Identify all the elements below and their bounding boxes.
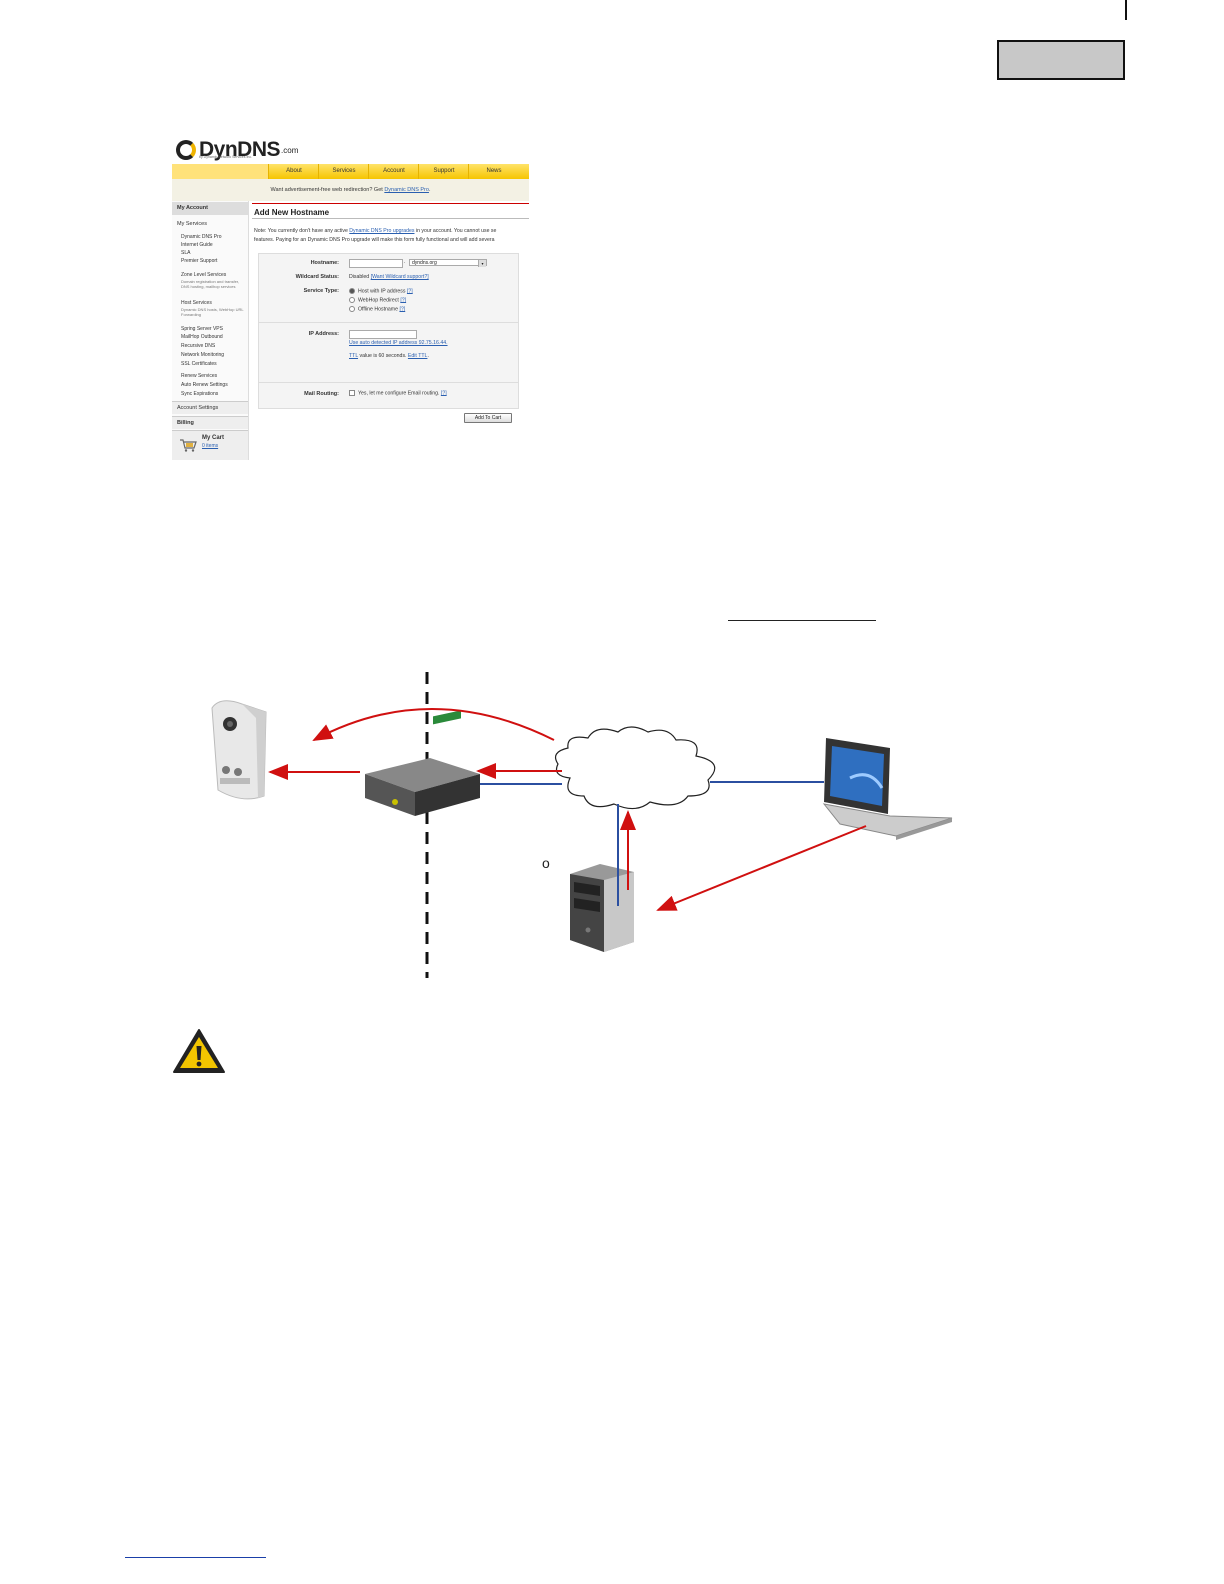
text-underline: [728, 620, 876, 621]
edit-ttl-link[interactable]: Edit TTL: [408, 353, 428, 359]
note-text-2: features. Paying for an Dynamic DNS Pro …: [254, 237, 494, 243]
sidebar-host-title[interactable]: Host Services: [181, 300, 212, 306]
network-diagram: o: [190, 668, 970, 984]
title-rule: [252, 203, 529, 204]
sidebar-item[interactable]: Premier Support: [181, 258, 217, 264]
ttl-text: value is 60 seconds.: [358, 353, 408, 359]
dyndns-logo-icon: [176, 140, 196, 160]
title-underline: [252, 218, 529, 219]
sidebar-item[interactable]: Network Monitoring: [181, 352, 224, 358]
nav-news[interactable]: News: [468, 164, 519, 179]
cart-icon: [179, 438, 197, 452]
form-divider: [259, 322, 518, 323]
service-type-label: Service Type:: [259, 288, 339, 294]
help-link[interactable]: [?]: [441, 390, 447, 396]
router-icon: [365, 710, 480, 816]
page-title: Add New Hostname: [254, 208, 329, 217]
help-link[interactable]: [?]: [407, 288, 413, 294]
sidebar-my-services[interactable]: My Services: [172, 218, 248, 231]
hostname-label: Hostname:: [259, 260, 339, 266]
sidebar-item[interactable]: Recursive DNS: [181, 343, 215, 349]
dyndns-logo: DynDNS .com: [176, 136, 298, 164]
promo-bar: Want advertisement-free web redirection?…: [172, 179, 529, 201]
mail-routing-label: Mail Routing:: [259, 391, 339, 397]
nav-support[interactable]: Support: [418, 164, 469, 179]
sidebar-item[interactable]: Spring Server VPS: [181, 326, 223, 332]
sidebar: My Account My Services Dynamic DNS Pro I…: [172, 201, 249, 460]
hostname-form: Hostname: . dyndns.org▾ Wildcard Status:…: [258, 253, 519, 409]
sidebar-account-settings[interactable]: Account Settings: [172, 401, 248, 414]
sidebar-my-account[interactable]: My Account: [172, 202, 248, 215]
help-link[interactable]: [?]: [399, 306, 405, 312]
nav-about[interactable]: About: [268, 164, 319, 179]
dyndns-screenshot: DynDNS .com by Dynamic Network Services …: [172, 133, 529, 460]
sidebar-item[interactable]: Auto Renew Settings: [181, 382, 228, 388]
promo-text: Want advertisement-free web redirection?…: [271, 187, 385, 193]
add-to-cart-button[interactable]: Add To Cart: [464, 413, 512, 423]
nav-account[interactable]: Account: [368, 164, 419, 179]
logo-suffix: .com: [281, 146, 298, 155]
sidebar-item[interactable]: MailHop Outbound: [181, 334, 223, 340]
auto-ip-link[interactable]: Use auto detected IP address 92.75.16.44…: [349, 340, 448, 346]
arrow-cloud-to-camera: [314, 709, 554, 740]
wildcard-value: Disabled: [349, 274, 369, 280]
dyndns-server-icon: [570, 864, 634, 952]
hostname-input[interactable]: [349, 259, 403, 268]
sidebar-item[interactable]: Dynamic DNS Pro: [181, 234, 222, 240]
help-link[interactable]: [?]: [400, 297, 406, 303]
nav-services[interactable]: Services: [318, 164, 369, 179]
ttl-link[interactable]: TTL: [349, 353, 358, 359]
page-number-box: [997, 40, 1125, 80]
sidebar-zone-title[interactable]: Zone Level Services: [181, 272, 226, 278]
server-label: o: [542, 855, 550, 871]
service-option[interactable]: Offline Hostname [?]: [349, 306, 405, 312]
ip-address-label: IP Address:: [259, 331, 339, 337]
promo-link[interactable]: Dynamic DNS Pro: [384, 187, 429, 193]
domain-select[interactable]: dyndns.org ▾: [409, 259, 487, 266]
domain-value: dyndns.org: [412, 260, 437, 266]
sidebar-item[interactable]: Renew Services: [181, 373, 217, 379]
chevron-down-icon[interactable]: ▾: [478, 260, 486, 267]
internet-cloud-icon: [556, 727, 715, 809]
header-rule: [1125, 0, 1127, 20]
sidebar-billing[interactable]: Billing: [172, 416, 248, 429]
cart-items-link[interactable]: 0 items: [202, 443, 218, 449]
service-option[interactable]: Host with IP address [?]: [349, 288, 413, 294]
sidebar-item[interactable]: SSL Certificates: [181, 361, 217, 367]
promo-end: .: [429, 187, 431, 193]
sidebar-host-note: Dynamic DNS hosts, WebHop URL Forwarding: [181, 307, 247, 317]
mail-routing-option[interactable]: Yes, let me configure Email routing. [?]: [349, 390, 447, 396]
note-link[interactable]: Dynamic DNS Pro upgrades: [349, 228, 414, 234]
sidebar-item[interactable]: SLA: [181, 250, 190, 256]
form-divider: [259, 382, 518, 383]
footer-link-underline: [125, 1557, 266, 1558]
warning-icon: [172, 1028, 226, 1074]
radio[interactable]: [349, 306, 355, 312]
top-nav: About Services Account Support News: [172, 164, 529, 179]
note-text: Note: You currently don't have any activ…: [254, 228, 349, 234]
ip-address-input[interactable]: [349, 330, 417, 339]
radio-selected[interactable]: [349, 288, 355, 294]
wildcard-label: Wildcard Status:: [259, 274, 339, 280]
logo-tagline: by Dynamic Network Services Inc.: [199, 155, 252, 159]
ip-camera-icon: [212, 701, 266, 799]
cart-title[interactable]: My Cart: [202, 435, 224, 441]
note-text: in your account. You cannot use se: [414, 228, 496, 234]
arrow-laptop-to-server: [658, 826, 866, 910]
sidebar-zone-note: Domain registration and transfer, DNS ho…: [181, 279, 247, 289]
radio[interactable]: [349, 297, 355, 303]
sidebar-item[interactable]: Sync Expirations: [181, 391, 218, 397]
sidebar-item[interactable]: Internet Guide: [181, 242, 213, 248]
wildcard-link[interactable]: [Want Wildcard support?]: [371, 274, 429, 280]
laptop-icon: [824, 738, 952, 840]
pro-note: Note: You currently don't have any activ…: [254, 227, 529, 245]
service-option[interactable]: WebHop Redirect [?]: [349, 297, 406, 303]
mail-routing-checkbox[interactable]: [349, 390, 355, 396]
